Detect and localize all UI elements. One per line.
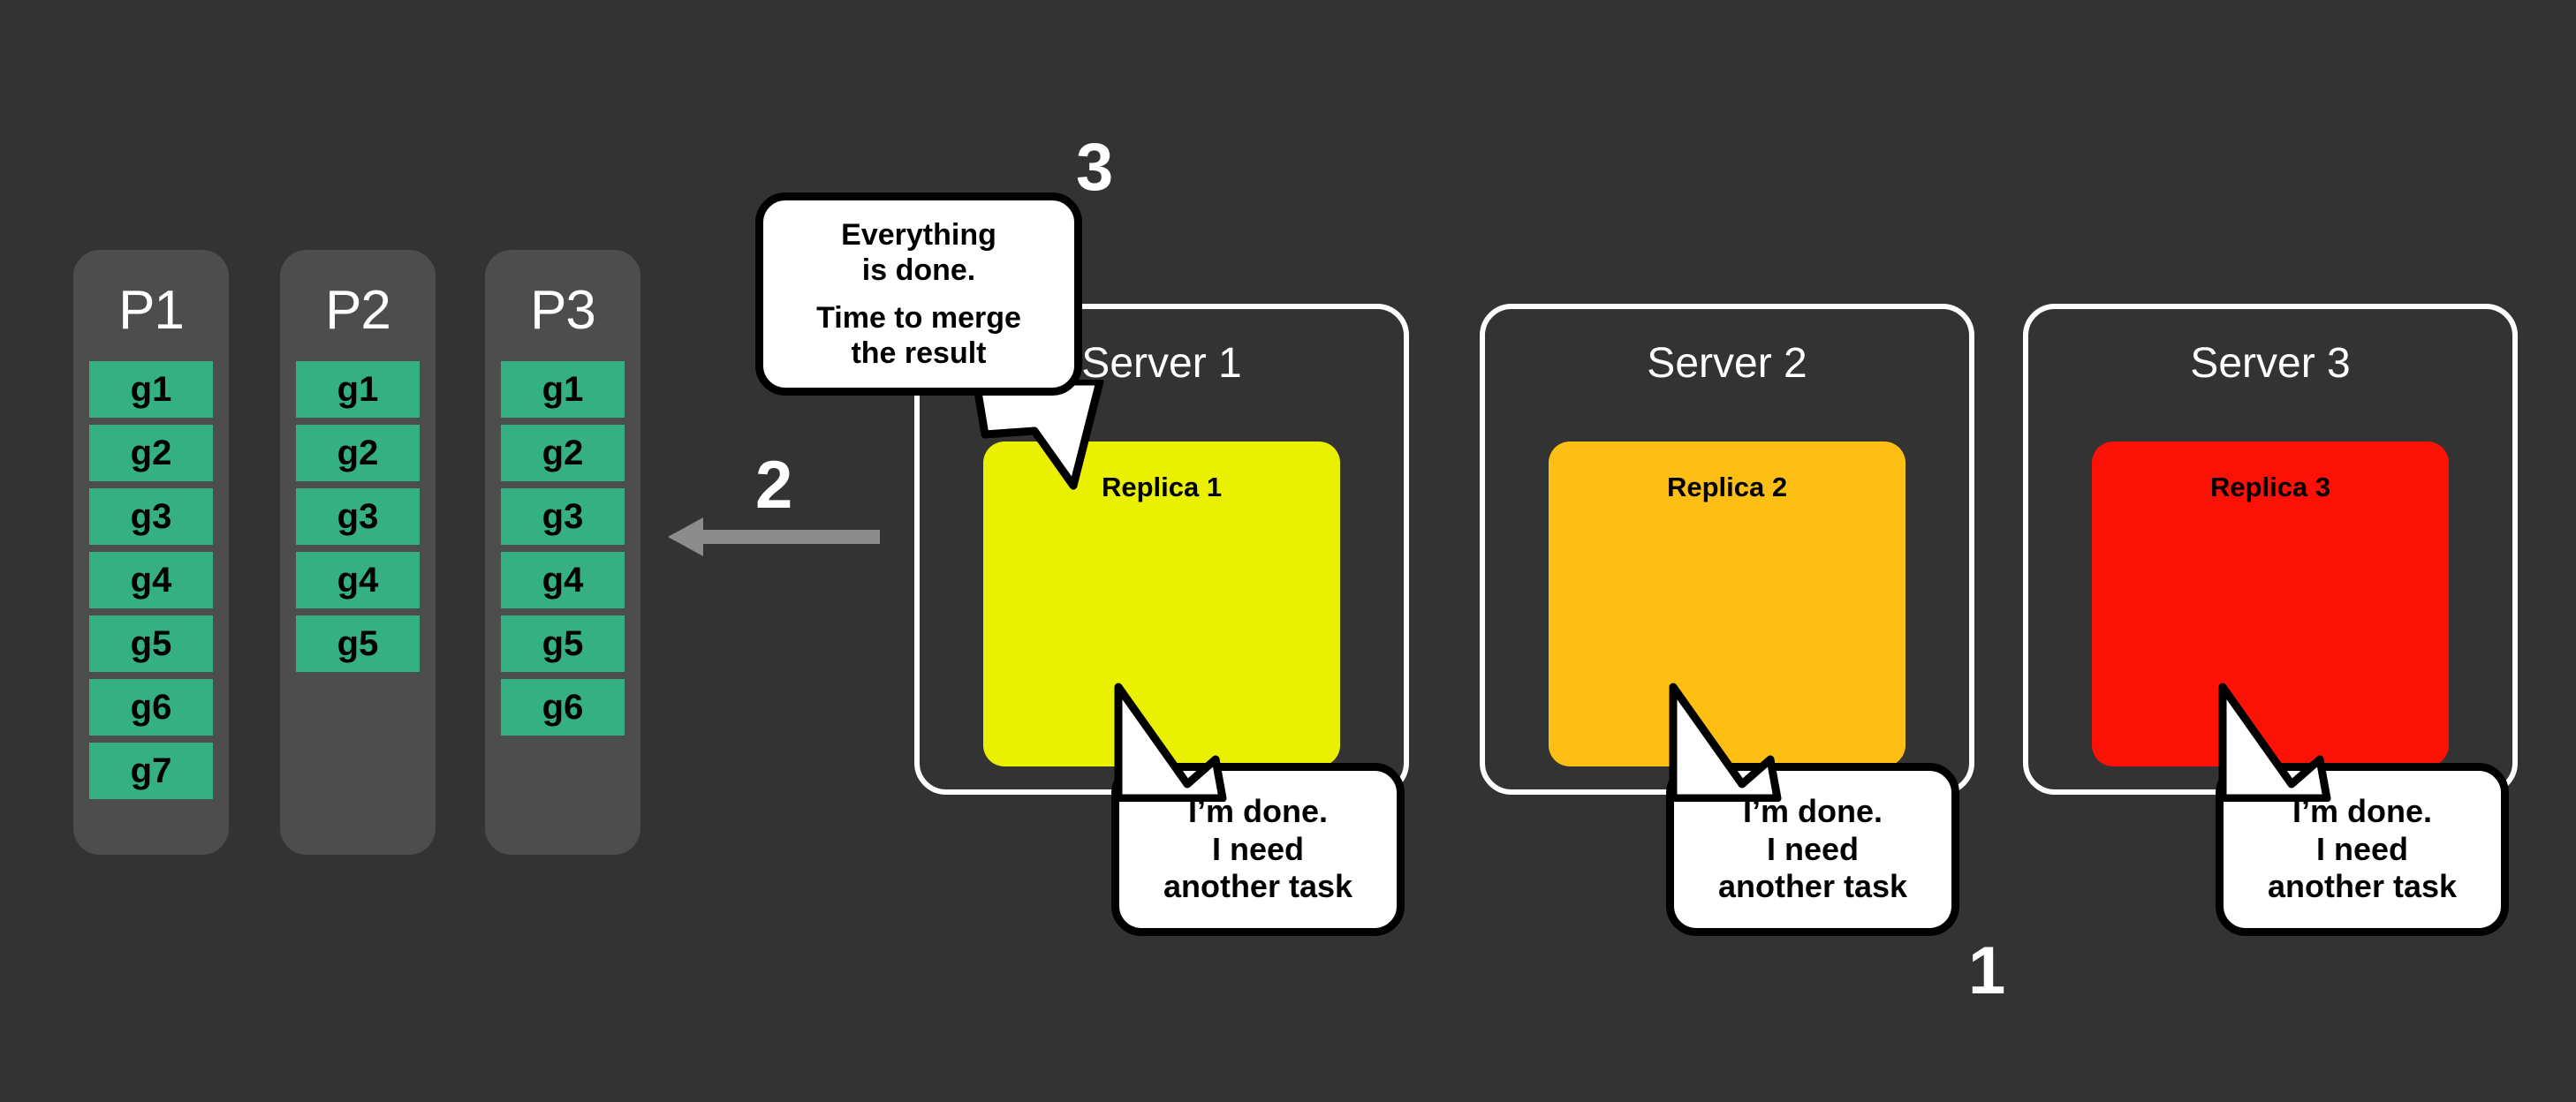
task-block: g5 (89, 615, 213, 672)
speech-tail-icon (1669, 683, 1782, 803)
task-list: g1 g2 g3 g4 g5 (280, 361, 436, 672)
task-block: g1 (89, 361, 213, 418)
bubble-line: another task (2267, 868, 2458, 905)
partition-title: P2 (325, 280, 391, 341)
bubble-line: the result (851, 336, 987, 371)
speech-tail-icon (1114, 683, 1227, 803)
bubble-line: is done. (861, 253, 976, 287)
task-list: g1 g2 g3 g4 g5 g6 (485, 361, 640, 736)
arrow-left-icon (668, 517, 880, 556)
task-block: g6 (501, 679, 625, 736)
speech-tail-icon (2218, 683, 2331, 803)
bubble-line: I need (1211, 830, 1305, 867)
replica-label: Replica 3 (2209, 472, 2331, 502)
task-block: g2 (296, 425, 420, 481)
task-block: g1 (501, 361, 625, 418)
task-block: g5 (296, 615, 420, 672)
bubble-line: another task (1163, 868, 1353, 905)
bubble-line: I need (1766, 830, 1860, 867)
task-block: g3 (89, 488, 213, 545)
task-block: g3 (501, 488, 625, 545)
task-block: g6 (89, 679, 213, 736)
task-block: g4 (501, 552, 625, 608)
task-block: g4 (296, 552, 420, 608)
done-speech-bubble-3: I’m done. I need another task (2216, 763, 2509, 936)
server-title: Server 3 (2190, 340, 2351, 387)
server-title: Server 1 (1081, 340, 1242, 387)
task-block: g7 (89, 743, 213, 799)
partition-p3: P3 g1 g2 g3 g4 g5 g6 (485, 250, 640, 855)
step-number-2: 2 (755, 448, 793, 523)
done-bubble-tail-3 (2216, 678, 2357, 803)
speech-tail-icon (972, 377, 1104, 490)
bubble-line: Time to merge (816, 301, 1021, 335)
replica-label: Replica 2 (1666, 472, 1788, 502)
task-block: g2 (89, 425, 213, 481)
bubble-line: another task (1717, 868, 1908, 905)
partition-p1: P1 g1 g2 g3 g4 g5 g6 g7 (73, 250, 229, 855)
replica-box-1: Replica 1 (983, 442, 1340, 766)
task-block: g2 (501, 425, 625, 481)
server-box-3: Server 3 Replica 3 (2023, 304, 2518, 795)
server-box-1: Server 1 Replica 1 (914, 304, 1409, 795)
partition-title: P1 (118, 280, 185, 341)
done-bubble-tail-2 (1666, 678, 1807, 803)
merge-speech-bubble: Everything is done. Time to merge the re… (755, 192, 1082, 396)
step-number-1: 1 (1968, 933, 2006, 1008)
step-number-3: 3 (1076, 130, 1114, 205)
bubble-line: I need (2315, 830, 2409, 867)
task-list: g1 g2 g3 g4 g5 g6 g7 (73, 361, 229, 799)
replica-label: Replica 1 (1101, 472, 1223, 502)
task-block: g5 (501, 615, 625, 672)
server-title: Server 2 (1647, 340, 1807, 387)
replica-box-3: Replica 3 (2092, 442, 2449, 766)
task-block: g3 (296, 488, 420, 545)
replica-box-2: Replica 2 (1549, 442, 1905, 766)
bubble-line: Everything (841, 217, 996, 252)
partition-title: P3 (530, 280, 596, 341)
partition-p2: P2 g1 g2 g3 g4 g5 (280, 250, 436, 855)
done-bubble-tail-1 (1111, 678, 1253, 803)
merge-bubble-tail (958, 377, 1144, 503)
task-block: g1 (296, 361, 420, 418)
merge-arrow (668, 510, 880, 563)
task-block: g4 (89, 552, 213, 608)
